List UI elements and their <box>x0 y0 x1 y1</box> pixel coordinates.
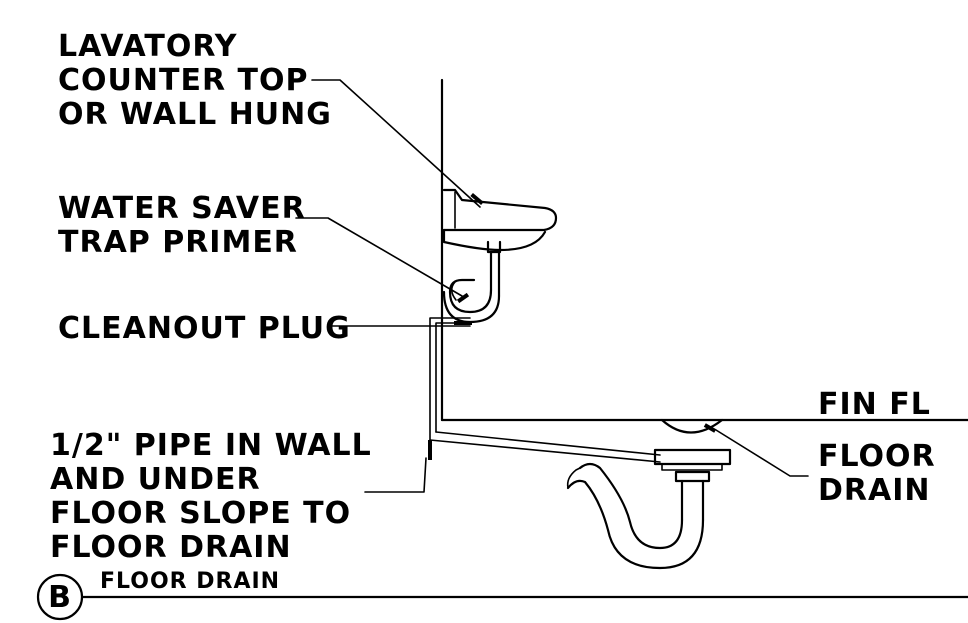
title-block: B FLOOR DRAIN <box>36 569 968 621</box>
leader-lavatory-tip <box>470 192 484 206</box>
wall-and-floor <box>440 78 968 422</box>
label-trap-primer-line-1: WATER SAVER <box>58 191 306 226</box>
pipe-note-marker <box>428 440 432 460</box>
label-floor-drain-line-2: DRAIN <box>818 473 931 508</box>
detail-tag-letter: B <box>48 580 72 615</box>
trap-primer-valve <box>456 292 470 304</box>
drain-body-lower <box>661 463 723 471</box>
primer-pipe-vertical-outer <box>429 317 471 441</box>
trap-bend-outer <box>448 278 493 314</box>
label-lavatory-line-1: LAVATORY <box>58 29 238 64</box>
label-lavatory-line-2: COUNTER TOP <box>58 63 308 98</box>
primer-pipe-under-floor-bottom <box>429 439 661 463</box>
label-lavatory-line-3: OR WALL HUNG <box>58 97 332 132</box>
lavatory-fixture <box>442 188 558 298</box>
label-pipe-note-line-3: FLOOR SLOPE TO <box>50 496 351 531</box>
lavatory-bowl-top <box>442 188 558 232</box>
label-cleanout-plug: CLEANOUT PLUG <box>58 311 351 346</box>
drain-trap-cut-end <box>566 467 581 489</box>
label-floor-drain-line-1: FLOOR <box>818 439 936 474</box>
leader-lavatory <box>311 79 481 208</box>
leader-pipe-note <box>364 457 427 493</box>
primer-pipe <box>428 317 661 463</box>
label-trap-primer-line-2: TRAP PRIMER <box>58 225 298 260</box>
label-pipe-note-line-2: AND UNDER <box>50 462 261 497</box>
drain-trap-inner <box>578 462 684 550</box>
annotation-labels: LAVATORY COUNTER TOP OR WALL HUNG WATER … <box>50 29 936 565</box>
tail-piece <box>486 240 502 254</box>
detail-title: FLOOR DRAIN <box>100 569 280 594</box>
drain-strainer-dome <box>660 418 724 434</box>
label-pipe-note-line-1: 1/2" PIPE IN WALL <box>50 428 372 463</box>
floor-drain-assembly <box>566 418 732 570</box>
floor-drain-marker <box>703 423 717 433</box>
primer-pipe-vertical-inner <box>435 322 471 433</box>
drain-body-flange <box>653 448 732 466</box>
drain-trap-outer <box>566 479 705 570</box>
leader-lines <box>295 79 809 493</box>
leader-trap-primer <box>295 217 463 297</box>
label-finish-floor: FIN FL <box>818 387 931 422</box>
leader-floor-drain <box>715 429 809 477</box>
label-pipe-note-line-4: FLOOR DRAIN <box>50 530 292 565</box>
primer-pipe-under-floor-top <box>435 431 661 456</box>
drain-outlet-ring <box>674 470 711 483</box>
lavatory-bowl-bottom <box>442 228 547 252</box>
